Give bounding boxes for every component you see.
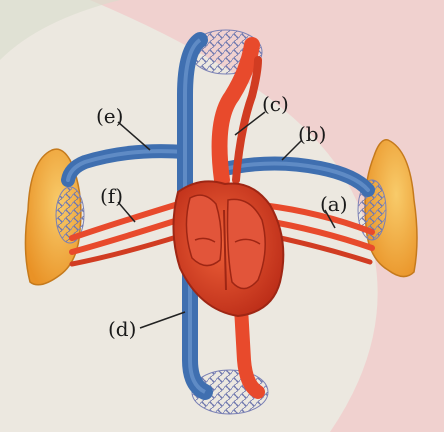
label-d: (d) — [108, 317, 136, 341]
label-f: (f) — [100, 184, 123, 208]
label-c: (c) — [262, 92, 289, 116]
right-atrium-ventricle — [186, 195, 221, 265]
label-b: (b) — [298, 122, 326, 146]
label-a: (a) — [320, 192, 348, 216]
label-e: (e) — [96, 104, 123, 128]
